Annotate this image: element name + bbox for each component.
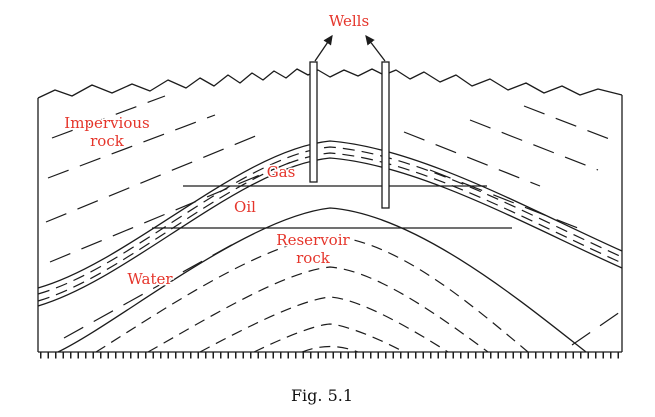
cap-rock-band-bottom-curve	[37, 157, 623, 307]
reservoir-strata-dash-1	[95, 235, 529, 353]
reservoir-strata-dash-5	[301, 345, 359, 353]
impervious-strata-left-4	[49, 159, 297, 263]
impervious-strata-right-1	[403, 131, 541, 187]
cap-rock-band-top-curve	[37, 140, 623, 289]
impervious-strata-left-2	[47, 114, 216, 179]
wells-arrow-right	[365, 34, 386, 62]
water-label: Water	[127, 270, 173, 288]
cap-rock-band-dashes-2	[37, 152, 623, 302]
reservoir-rock-strata	[95, 235, 529, 353]
impervious-rock-strata-right	[403, 105, 621, 346]
lower-right-strata-dash	[571, 311, 621, 346]
wells-arrow-left	[314, 34, 333, 62]
reservoir-rock-label-line2: rock	[296, 249, 331, 267]
wells-label: Wells	[329, 12, 369, 30]
water-zone-strata-dash-left	[63, 242, 236, 339]
impervious-strata-right-4	[523, 105, 613, 141]
oil-label: Oil	[234, 198, 256, 216]
ground-surface-line	[37, 68, 623, 99]
cap-rock-band-dashes-1	[37, 146, 623, 295]
reservoir-strata-dash-4	[253, 323, 405, 353]
impervious-strata-right-2	[429, 169, 589, 233]
impervious-strata-left-3	[45, 134, 259, 223]
left-well-casing	[309, 61, 318, 183]
right-well-casing	[381, 61, 390, 209]
figure-caption: Fig. 5.1	[291, 386, 353, 405]
impervious-rock-label-line1: Impervious	[64, 114, 149, 132]
gas-label: Gas	[267, 163, 296, 181]
reservoir-dome-curve	[57, 207, 587, 353]
reservoir-rock-label-line1: Reservoir	[276, 231, 350, 249]
reservoir-strata-dash-2	[147, 266, 489, 353]
impervious-rock-label-line2: rock	[90, 132, 125, 150]
impervious-strata-left-1	[51, 95, 166, 139]
impervious-rock-strata-left	[45, 95, 297, 339]
impervious-strata-right-3	[469, 119, 599, 171]
